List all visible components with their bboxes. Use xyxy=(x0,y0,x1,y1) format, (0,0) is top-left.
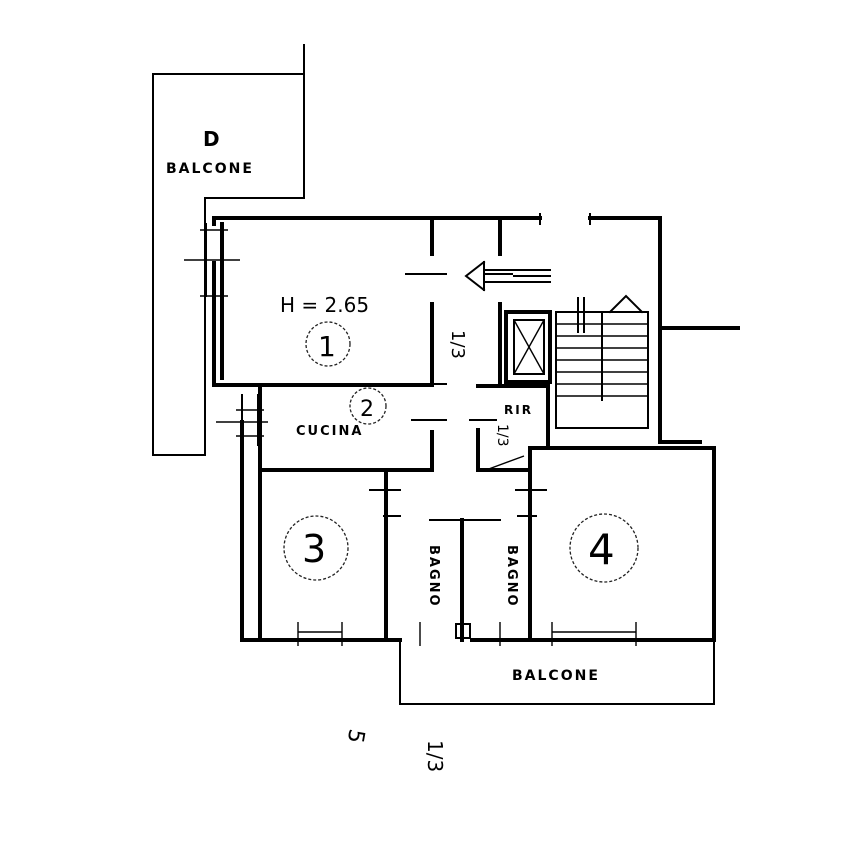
exterior-walls xyxy=(212,216,740,642)
window-left-upper xyxy=(184,223,240,297)
ceiling-height-note: H = 2.65 xyxy=(280,293,369,317)
balcony-bottom-outline xyxy=(399,639,715,705)
room-3-marker: 3 xyxy=(283,515,349,581)
room-1-marker: 1 xyxy=(305,321,351,367)
windows-bottom xyxy=(297,622,637,646)
window-left-lower xyxy=(216,394,268,446)
fraction-center-note: 1/3 xyxy=(447,330,468,359)
bath-b-label: BAGNO xyxy=(504,545,519,608)
svg-text:4: 4 xyxy=(588,525,615,574)
svg-text:1: 1 xyxy=(318,330,336,363)
svg-text:3: 3 xyxy=(302,527,326,571)
fraction-bottom-note: 1/3 xyxy=(423,740,447,772)
bath-a-label: BAGNO xyxy=(426,545,441,608)
svg-text:2: 2 xyxy=(360,397,374,422)
staircase-icon xyxy=(555,294,649,429)
interior-walls xyxy=(258,220,550,642)
entrance-arrow-icon xyxy=(464,260,551,292)
elevator-shaft-icon xyxy=(504,310,552,384)
balcony-top-outline xyxy=(152,44,305,456)
door-marks xyxy=(369,213,591,521)
balcony-bottom-label: BALCONE xyxy=(512,668,600,684)
fraction-closet-note: 1/3 xyxy=(494,424,510,447)
balcony-top-letter: D xyxy=(203,127,222,151)
room-4-marker: 4 xyxy=(569,513,639,583)
closet-label: RIR xyxy=(504,403,533,417)
number-bottom-left-note: 5 xyxy=(342,727,369,745)
balcony-top-label: BALCONE xyxy=(166,161,254,177)
kitchen-label: CUCINA xyxy=(296,424,363,439)
room-2-marker: 2 xyxy=(349,387,387,425)
